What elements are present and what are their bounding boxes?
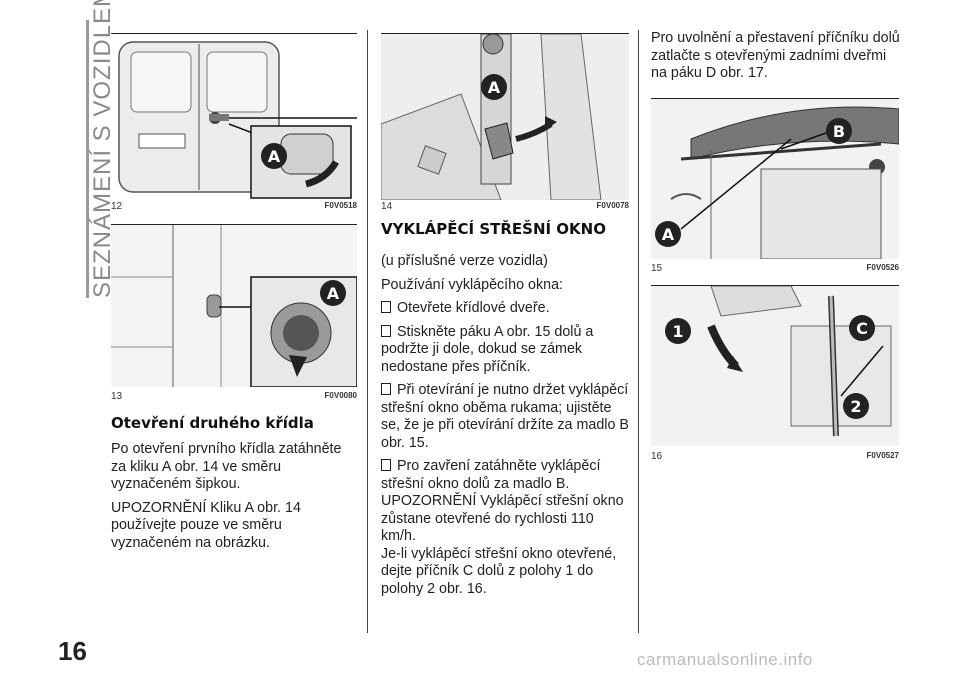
figure-12-caption: 12 F0V0518	[111, 201, 357, 213]
figure-13-callout: A	[327, 284, 340, 303]
figure-12-illustration: A	[111, 33, 357, 200]
col3-text: Pro uvolnění a přestavení příčníku dolů …	[651, 30, 901, 89]
figure-code: F0V0078	[596, 201, 629, 210]
section-title: Otevření druhého křídla	[111, 414, 314, 432]
figure-14-illustration: A	[381, 33, 629, 200]
subtitle: (u příslušné verze vozidla)	[381, 253, 548, 269]
figure-code: F0V0080	[324, 391, 357, 400]
bullet-item: Pro zavření zatáhněte vyklápěcí střešní …	[381, 458, 631, 493]
figure-16-caption: 16 F0V0527	[651, 451, 899, 463]
figure-15-illustration: B A	[651, 98, 899, 259]
figure-12-callout: A	[268, 147, 281, 166]
figure-number: 14	[381, 201, 393, 212]
figure-14-caption: 14 F0V0078	[381, 201, 629, 213]
figure-number: 15	[651, 263, 663, 274]
bullet-item: Otevřete křídlové dveře.	[381, 300, 631, 318]
figure-16-callout-2: 2	[850, 397, 861, 416]
figure-13-illustration: A	[111, 224, 357, 387]
figure-16-callout-1: 1	[672, 322, 683, 341]
paragraph: Po otevření prvního křídla zatáhněte za …	[111, 441, 342, 492]
bullet-item: Stiskněte páku A obr. 15 dolů a podržte …	[381, 324, 631, 377]
figure-15-caption: 15 F0V0526	[651, 263, 899, 275]
page-number: 16	[58, 636, 87, 666]
paragraph: Je-li vyklápěcí střešní okno otevřené, d…	[381, 545, 617, 597]
figure-code: F0V0527	[866, 451, 899, 460]
figure-13-caption: 13 F0V0080	[111, 391, 357, 403]
warning-paragraph: UPOZORNĚNÍ Vyklápěcí střešní okno zůstan…	[381, 493, 624, 544]
figure-number: 12	[111, 201, 123, 212]
section-title: VYKLÁPĚCÍ STŘEŠNÍ OKNO	[381, 220, 606, 238]
column-divider	[367, 30, 368, 633]
figure-code: F0V0526	[866, 263, 899, 272]
column-divider	[638, 30, 639, 633]
section-side-tab: SEZNÁMENÍ S VOZIDLEM	[53, 0, 116, 300]
paragraph: Používání vyklápěcího okna:	[381, 276, 563, 293]
figure-number: 13	[111, 391, 123, 402]
bullet-item: Při otevírání je nutno držet vyklápěcí s…	[381, 382, 631, 452]
figure-16-illustration: 1 C 2	[651, 285, 899, 446]
col1-text: Po otevření prvního křídla zatáhněte za …	[111, 441, 359, 558]
warning-paragraph: UPOZORNĚNÍ Kliku A obr. 14 používejte po…	[111, 499, 301, 551]
figure-15-callout-b: B	[833, 122, 845, 141]
paragraph: Pro uvolnění a přestavení příčníku dolů …	[651, 30, 900, 81]
figure-number: 16	[651, 451, 663, 462]
footer-watermark: carmanualsonline.info	[637, 650, 813, 669]
figure-code: F0V0518	[324, 201, 357, 210]
side-tab-bar	[86, 20, 89, 298]
figure-14-callout: A	[488, 78, 501, 97]
figure-16-callout-c: C	[856, 319, 868, 338]
figure-15-callout-a: A	[662, 225, 675, 244]
col2-text: (u příslušné verze vozidla) Používání vy…	[381, 253, 631, 604]
